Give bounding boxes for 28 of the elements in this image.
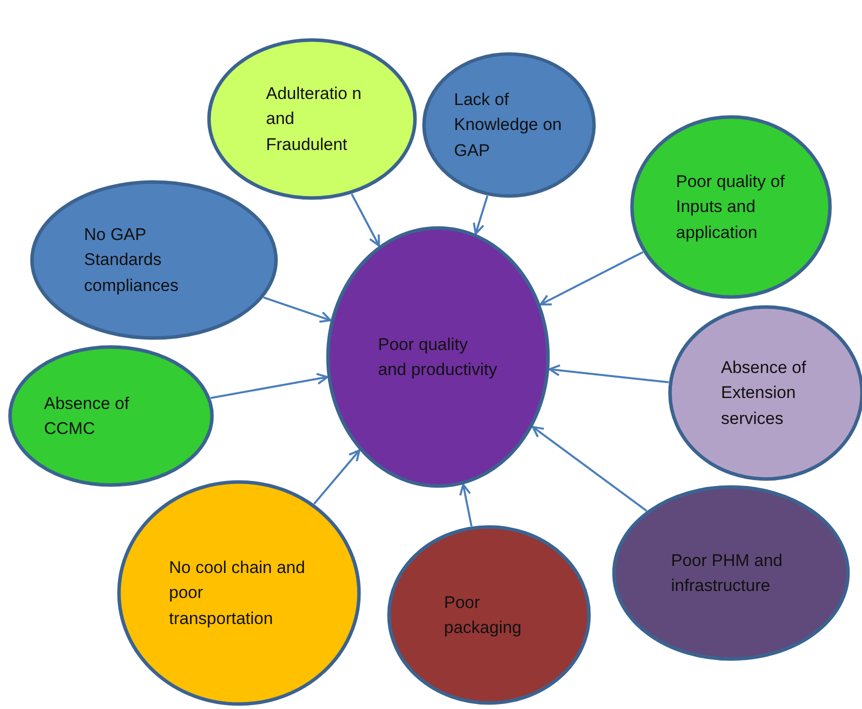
cause-ellipse [207, 38, 417, 200]
cause-ellipse [30, 180, 278, 340]
cause-ellipse [117, 480, 361, 706]
node-label: Adulteratio n and Fraudulent [266, 82, 362, 156]
arrow [532, 426, 648, 512]
node-label: No GAP Standards compliances [84, 224, 180, 297]
node-label: Lack of Knowledge on GAP [454, 88, 563, 162]
node-label: Poor quality and productivity [378, 334, 498, 381]
arrow [350, 194, 380, 247]
cause-ellipse [422, 52, 596, 198]
arrow [210, 372, 328, 399]
cause-ellipse [8, 345, 214, 487]
node-label: No cool chain and poor transportation [169, 556, 306, 630]
node-label: Poor quality of Inputs and application [676, 170, 786, 244]
node-label: Poor PHM and infrastructure [671, 550, 784, 597]
cause-ellipse [612, 485, 850, 661]
node-label: Poor packaging [444, 592, 523, 639]
node-label: Absence of CCMC [44, 392, 130, 440]
arrow [313, 449, 360, 505]
arrow [548, 364, 669, 384]
cause-ellipse [630, 115, 832, 299]
effect-ellipse [326, 226, 550, 488]
node-label: Absence of Extension services [721, 356, 808, 430]
arrow [263, 296, 332, 323]
cause-ellipse [387, 525, 591, 705]
arrow [472, 195, 488, 235]
arrow [459, 484, 472, 526]
arrow [540, 251, 644, 306]
